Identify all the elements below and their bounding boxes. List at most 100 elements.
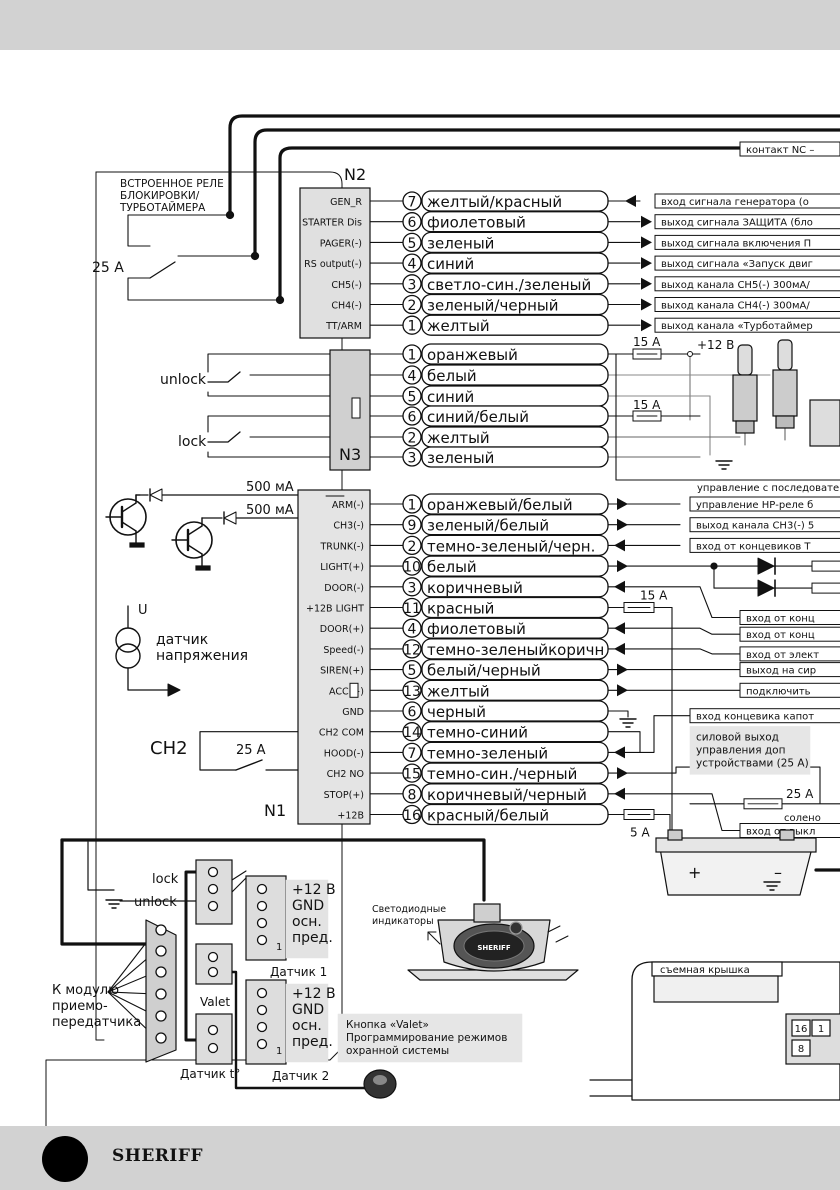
- transistor-emitter: [121, 521, 137, 532]
- module-label: приемо-: [52, 999, 108, 1014]
- power-out-label: устройствами (25 A): [696, 757, 809, 769]
- battery-terminal-plus: [667, 829, 683, 841]
- sensor-pin: [256, 900, 268, 912]
- pin-number-circle: [402, 722, 422, 742]
- output-arrow: [617, 498, 628, 510]
- signal-desc: вход от конц: [746, 614, 815, 625]
- n1-pin-label: +12B: [337, 811, 364, 822]
- wire-color-box: [421, 658, 609, 681]
- signal-desc-box: [739, 610, 840, 625]
- output-arrow: [641, 236, 652, 249]
- actuator-body: [772, 369, 798, 417]
- sensor-circle: [115, 627, 141, 653]
- wire-color-label: черный: [427, 703, 486, 721]
- wire-color-label: фиолетовый: [427, 620, 526, 638]
- wire-color-box: [421, 617, 609, 639]
- signal-desc: выход канала CH5(-) 300мА/: [661, 280, 810, 291]
- n1-pin-label: CH3(-): [333, 521, 364, 532]
- wire-color-label: желтый: [427, 317, 490, 335]
- pin-number: 3: [408, 451, 417, 467]
- wire-color-label: оранжевый: [427, 346, 518, 364]
- pin-number-circle: [402, 212, 422, 232]
- wire-color-box: [421, 493, 609, 515]
- wire-color-box: [421, 211, 609, 233]
- battery-plus-sign: +: [688, 863, 701, 882]
- signal-desc: вход от концевиков Т: [696, 541, 811, 552]
- pin-number: 3: [408, 580, 417, 596]
- valet-button-label: охранной системы: [346, 1045, 449, 1057]
- lock-relay-wire: [207, 353, 371, 373]
- brand-logo: SHERIFF: [112, 1146, 204, 1166]
- n1-pin-label: HOOD(-): [324, 748, 364, 759]
- input-arrow: [614, 787, 625, 800]
- signal-desc: выход сигнала ЗАЩИТА (бло: [661, 218, 813, 229]
- module-label: К модулю: [52, 983, 119, 998]
- signal-desc: вход от конц: [746, 630, 815, 641]
- input-arrow: [614, 746, 625, 759]
- wire-color-box: [421, 405, 609, 427]
- relay-title: ВСТРОЕННОЕ РЕЛЕ: [120, 178, 224, 190]
- pin-number: 13: [403, 684, 421, 700]
- sensor-pin: [256, 1038, 268, 1050]
- lower-unlock-label: unlock: [134, 895, 177, 910]
- contact-nc-label-box: [739, 141, 840, 157]
- wire-color-box: [421, 638, 609, 660]
- pin-number: 1: [408, 319, 417, 335]
- pin-number: 4: [408, 369, 417, 385]
- thick-wire-3: [278, 146, 742, 302]
- sensor-pin-label: GND: [292, 898, 324, 914]
- wire-color-box: [421, 231, 609, 254]
- connector-n2: [299, 187, 371, 339]
- n1-pin-label: SIREN(+): [320, 666, 364, 677]
- n1-pin-label: STOP(+): [324, 790, 364, 801]
- wire-color-label: коричневый/черный: [427, 786, 587, 804]
- page-number-badge: [42, 1136, 88, 1182]
- wire-color-label: зеленый/черный: [427, 297, 558, 315]
- pin-number: 2: [408, 298, 417, 314]
- signal-desc-box: [689, 517, 840, 533]
- actuator-base: [735, 420, 755, 434]
- connector-n2-label: N2: [344, 165, 366, 184]
- pin-number-circle: [402, 447, 422, 467]
- valet-label: Valet: [200, 995, 230, 1009]
- pin-number: 3: [408, 277, 417, 293]
- output-arrow: [641, 215, 652, 228]
- ch2-wire: [199, 731, 299, 771]
- connector-n3-label: N3: [339, 445, 361, 464]
- pin-number-circle: [402, 784, 422, 804]
- pin-number: 15: [403, 767, 421, 783]
- wire-color-label: синий: [427, 255, 474, 273]
- junction-dot: [225, 210, 235, 220]
- sensor-pin-label: пред.: [292, 930, 333, 946]
- connector-n3: [329, 349, 371, 471]
- pin-number-circle: [402, 274, 422, 294]
- sensor-1-label: Датчик 1: [270, 965, 327, 979]
- transistor-ground: [195, 565, 211, 571]
- pin-number: 1: [408, 348, 417, 364]
- wire-color-label: зеленый/белый: [427, 517, 549, 535]
- sensor-pin-one: 1: [276, 1046, 282, 1057]
- n2-pin-label: PAGER(-): [320, 238, 362, 249]
- n2-pin-label: CH5(-): [331, 280, 362, 291]
- wire-color-box: [421, 314, 609, 336]
- led-lamp: [509, 921, 523, 935]
- power-out-box: [689, 726, 811, 775]
- fuse-label: 15 A: [633, 398, 661, 412]
- relay-title: БЛОКИРОВКИ/: [120, 190, 200, 202]
- signal-desc-box: [689, 708, 840, 724]
- output-arrow: [617, 684, 628, 697]
- current-label-1: 500 мА: [246, 480, 294, 495]
- pin-number-circle: [402, 494, 422, 514]
- battery-terminal-minus: [779, 829, 795, 841]
- n1-pin-label: DOOR(+): [320, 624, 364, 635]
- wire-color-label: белый: [427, 558, 477, 576]
- module-pin: [155, 924, 167, 936]
- wiring-diagram: контакт NC –ВСТРОЕННОЕ РЕЛЕБЛОКИРОВКИ/ТУ…: [45, 114, 840, 1126]
- wire-color-box: [421, 679, 609, 701]
- wire-color-box: [421, 343, 609, 365]
- transistor-collector: [121, 502, 137, 513]
- signal-desc: выход канала CH4(-) 300мА/: [661, 301, 810, 312]
- signal-lead: [607, 715, 691, 753]
- signal-desc-box: [654, 297, 840, 312]
- wire-color-label: желтый: [427, 682, 490, 700]
